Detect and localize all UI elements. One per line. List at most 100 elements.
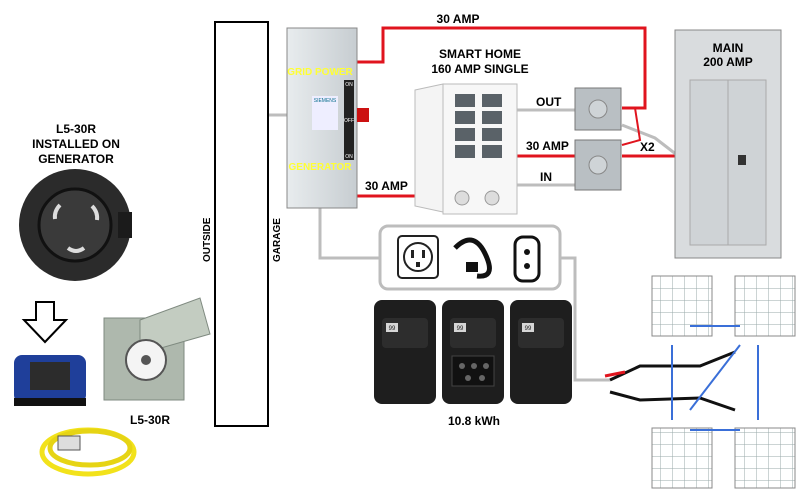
battery-body: [510, 300, 572, 404]
smart-panel-port-1: [454, 190, 470, 206]
battery-face: [450, 318, 496, 348]
smart-panel-door: [414, 83, 444, 213]
breaker: [482, 111, 502, 124]
battery-body: [442, 300, 504, 404]
smart-panel-breakers: [455, 94, 502, 158]
yellow-cord: [39, 427, 137, 477]
receptacle-slot-2: [90, 204, 100, 221]
battery-port: [471, 363, 477, 369]
battery-port: [483, 363, 489, 369]
switch-on-top: ON: [345, 82, 353, 88]
outlet-icon: [397, 235, 439, 279]
gray-wire-switch-to-outlets: [318, 208, 380, 260]
battery-port: [459, 363, 465, 369]
in-label: IN: [540, 170, 552, 184]
amp-30-mid-label: 30 AMP: [526, 139, 569, 153]
battery-plug-icon: [513, 235, 541, 283]
breaker: [455, 94, 475, 107]
solar-harness: [609, 390, 736, 412]
battery-screen: [386, 323, 398, 332]
out-label: OUT: [536, 95, 562, 109]
battery-port: [465, 375, 471, 381]
battery-bank: 99 99 99 10.8 kWh: [374, 300, 572, 428]
battery-screen: [522, 323, 534, 332]
solar-panel-bottom-left: [651, 427, 713, 489]
inlet-center: [141, 355, 151, 365]
battery-capacity-label: 10.8 kWh: [448, 414, 500, 428]
generator-label: GENERATOR: [289, 162, 353, 173]
smart-home-title-line2: 160 AMP SINGLE: [431, 62, 528, 76]
junction-box-top-knockout: [588, 99, 608, 119]
main-title-line1: MAIN: [713, 41, 744, 55]
red-wire-grid-30amp: [356, 26, 647, 110]
smart-home-title-line1: SMART HOME: [439, 47, 521, 61]
power-inlet-box: L5-30R: [103, 297, 211, 427]
wall-rect: [214, 21, 269, 427]
generator-unit: [14, 355, 86, 406]
battery-body: [374, 300, 436, 404]
battery-plug-icon-pin1: [524, 249, 530, 255]
battery-unit-2: 99: [442, 300, 504, 404]
inlet-label: L5-30R: [130, 413, 170, 427]
l5-30r-receptacle: L5-30R INSTALLED ON GENERATOR: [19, 122, 132, 281]
main-panel: MAIN 200 AMP: [674, 29, 782, 259]
battery-screen-text: 99: [457, 326, 464, 332]
generator-panel: [30, 362, 70, 390]
cord-plug: [57, 435, 81, 451]
battery-unit-1: 99: [374, 300, 436, 404]
smart-home-panel: SMART HOME 160 AMP SINGLE OUT 30 AMP IN: [414, 47, 569, 215]
breaker: [482, 145, 502, 158]
red-wire-junction-link: [621, 107, 642, 146]
junction-boxes: [574, 87, 622, 191]
cord-coil-2: [47, 428, 133, 468]
amp-30-left-label: 30 AMP: [365, 179, 408, 193]
breaker: [455, 111, 475, 124]
solar-lead-red: [604, 370, 626, 378]
amp-30-top-label: 30 AMP: [437, 12, 480, 26]
smart-panel-body: [442, 83, 518, 215]
solar-wiring: [604, 325, 759, 431]
breaker: [455, 145, 475, 158]
switch-brand: SIEMENS: [314, 98, 337, 104]
grid-power-label: GRID POWER: [287, 67, 353, 78]
junction-box-bottom-knockout: [588, 155, 608, 175]
transfer-switch: GRID POWER SIEMENS ON OFF ON GENERATOR: [286, 27, 369, 209]
garage-label: GARAGE: [272, 218, 283, 262]
battery-face: [382, 318, 428, 348]
connector-icons-box: [378, 224, 562, 291]
receptacle-slot-1: [52, 203, 62, 220]
l5-30r-title-line3: GENERATOR: [38, 152, 114, 166]
receptacle-mount-tab: [118, 212, 132, 238]
x2-label: X2: [640, 140, 655, 154]
gray-wire-outlets-to-solar: [560, 256, 610, 382]
switch-label-plate: [312, 96, 338, 130]
main-panel-latch: [738, 155, 746, 165]
battery-port: [479, 375, 485, 381]
solar-panel-top-right: [734, 275, 796, 337]
smart-panel-port-2: [484, 190, 500, 206]
solar-link-blue: [689, 344, 741, 411]
breaker: [482, 128, 502, 141]
solar-array: [604, 275, 796, 489]
solar-panel-bottom-right: [734, 427, 796, 489]
receptacle-slot-3: [66, 246, 86, 253]
outlet-icon-slot-left: [411, 250, 414, 258]
switch-handle-track: [344, 80, 354, 160]
battery-plug-icon-pin2: [524, 263, 530, 269]
generator-base: [14, 398, 86, 406]
cable-icon-loop: [453, 237, 492, 279]
wall: OUTSIDE GARAGE: [202, 21, 283, 427]
cable-icon-plug: [466, 262, 478, 272]
battery-screen-text: 99: [525, 326, 532, 332]
battery-screen: [454, 323, 466, 332]
switch-handle: [357, 108, 369, 122]
switch-on-bottom: ON: [345, 154, 353, 160]
battery-unit-3: 99: [510, 300, 572, 404]
l5-30r-title-line1: L5-30R: [56, 122, 96, 136]
breaker: [455, 128, 475, 141]
main-title-line2: 200 AMP: [703, 55, 753, 69]
breaker: [482, 94, 502, 107]
battery-screen-text: 99: [389, 326, 396, 332]
l5-30r-title-line2: INSTALLED ON: [32, 137, 120, 151]
